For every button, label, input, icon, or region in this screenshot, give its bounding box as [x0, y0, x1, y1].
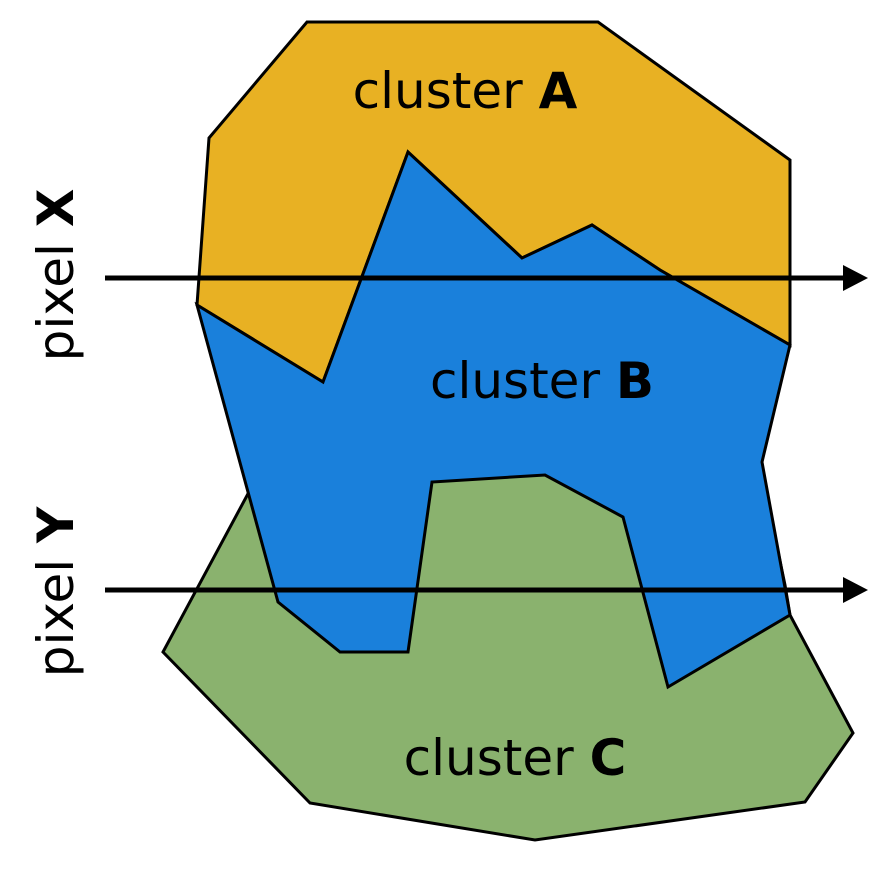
pixel-x-label: pixel X: [27, 189, 85, 362]
cluster-b-label: cluster B: [430, 352, 654, 410]
pixel-x-letter: X: [27, 189, 85, 228]
cluster-b-letter: B: [616, 352, 654, 410]
cluster-c-prefix: cluster: [404, 729, 574, 787]
pixel-y-label: pixel Y: [27, 506, 85, 677]
pixel-x-prefix: pixel: [27, 243, 85, 361]
pixel-y-prefix: pixel: [27, 559, 85, 677]
cluster-b-region: [194, 149, 792, 690]
pixel-y-letter: Y: [27, 506, 85, 544]
cluster-c-letter: C: [590, 729, 627, 787]
pixel-y-arrowhead-icon: [843, 577, 868, 603]
pixel-x-arrowhead-icon: [843, 265, 868, 291]
cluster-a-letter: A: [539, 62, 578, 120]
cluster-c-label: cluster C: [404, 729, 627, 787]
cluster-b-prefix: cluster: [430, 352, 600, 410]
cluster-a-label: cluster A: [353, 62, 578, 120]
cluster-a-prefix: cluster: [353, 62, 523, 120]
